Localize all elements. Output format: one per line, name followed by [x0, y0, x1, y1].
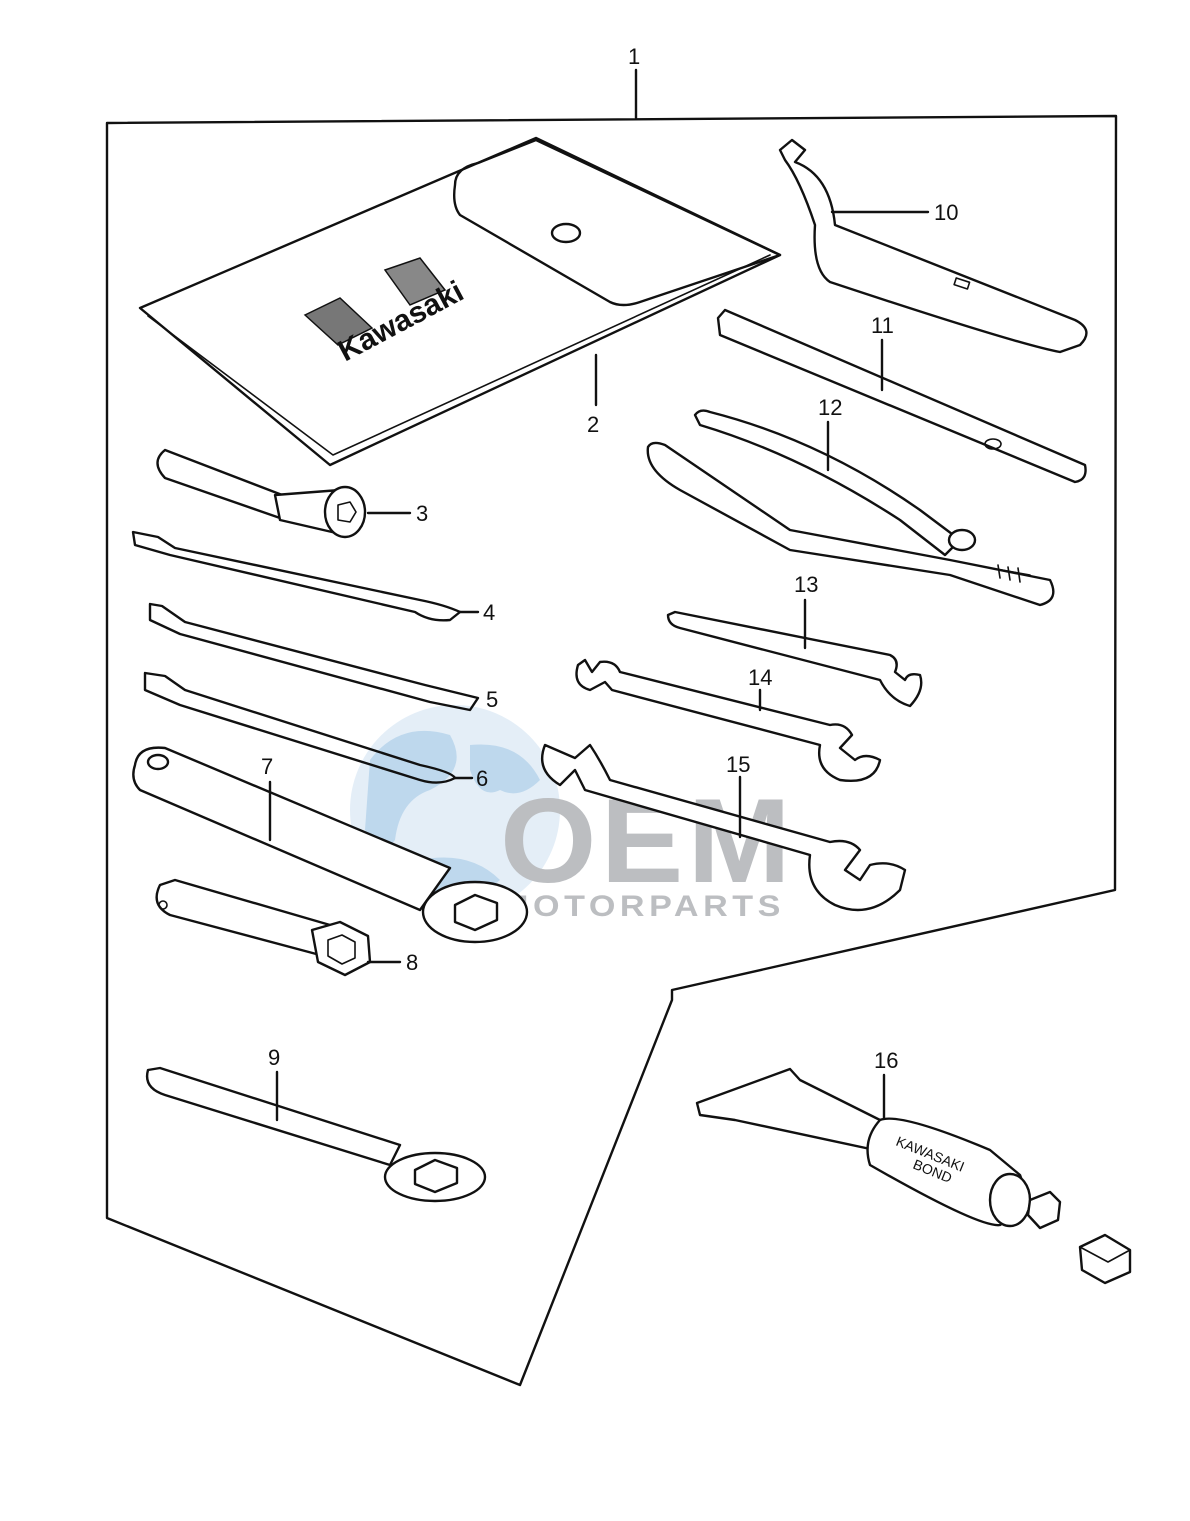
kit-boundary — [105, 114, 1118, 1387]
callout-6: 6 — [476, 766, 488, 791]
callout-11: 11 — [871, 313, 894, 338]
watermark-sub-text: MOTORPARTS — [500, 890, 785, 923]
callout-4: 4 — [483, 600, 495, 625]
tool-bag: Kawasaki — [138, 136, 782, 467]
screwdriver-bit-5 — [148, 602, 480, 712]
callout-3: 3 — [416, 501, 428, 526]
callout-5: 5 — [486, 687, 498, 712]
callout-12: 12 — [818, 395, 842, 420]
callout-1: 1 — [628, 44, 640, 69]
screwdriver-handle — [156, 448, 367, 539]
hook-spanner — [778, 138, 1088, 354]
flat-bar — [716, 308, 1087, 484]
callout-14: 14 — [748, 665, 772, 690]
callout-13: 13 — [794, 572, 818, 597]
bond-tube: KAWASAKI BOND — [695, 1067, 1132, 1285]
callout-15: 15 — [726, 752, 750, 777]
pliers — [646, 409, 1055, 607]
callout-16: 16 — [874, 1048, 898, 1073]
box-wrench — [145, 1066, 487, 1203]
open-wrench-13 — [666, 610, 923, 708]
open-wrench-14 — [575, 658, 882, 782]
callout-7: 7 — [261, 754, 273, 779]
screwdriver-bit-4 — [131, 530, 462, 622]
callout-2: 2 — [587, 412, 599, 437]
callout-10: 10 — [934, 200, 958, 225]
open-wrench-15 — [540, 743, 907, 912]
callout-9: 9 — [268, 1045, 280, 1070]
spark-plug-socket — [155, 878, 372, 977]
ring-wrench — [132, 746, 529, 944]
callout-8: 8 — [406, 950, 418, 975]
